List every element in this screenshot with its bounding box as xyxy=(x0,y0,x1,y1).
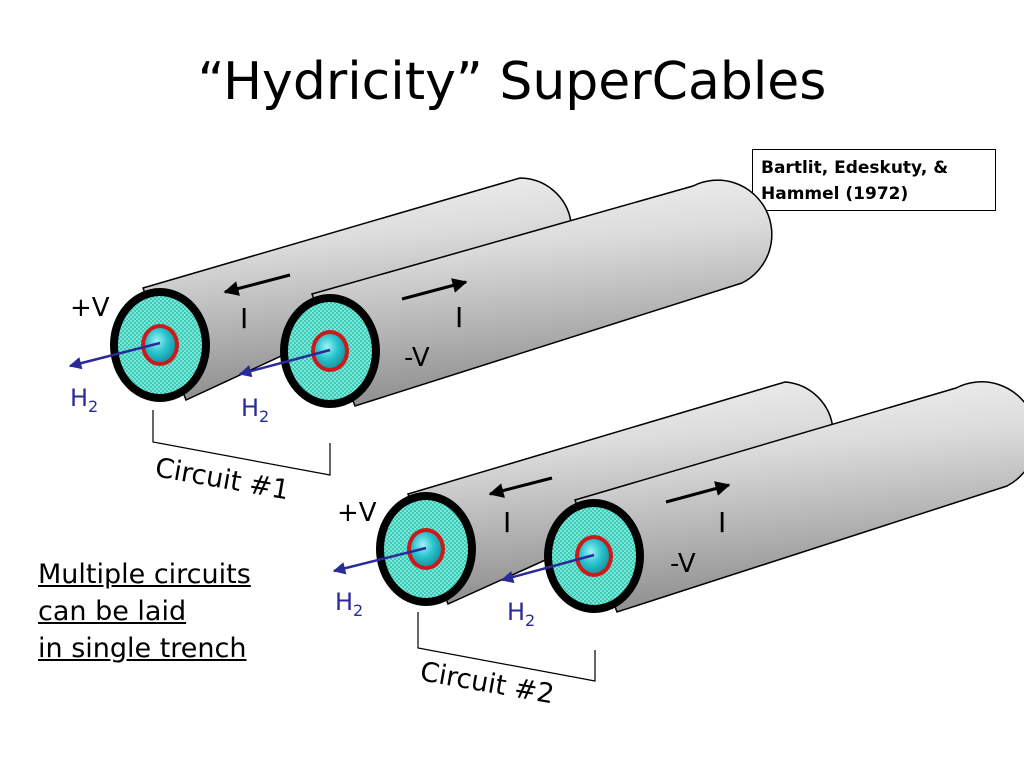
h2-label-1: H2 xyxy=(70,384,98,416)
trench-note: Multiple circuits can be laid in single … xyxy=(38,556,251,667)
circuit-1-label: Circuit #1 xyxy=(153,452,292,506)
h2-arrow xyxy=(68,341,161,370)
h2-arrow xyxy=(332,546,427,575)
minus-v-label-1: -V xyxy=(404,343,430,373)
circuit-2-label: Circuit #2 xyxy=(418,656,557,710)
current-arrow-left xyxy=(488,476,553,498)
cable-2-minus xyxy=(500,381,1024,613)
current-label-4: I xyxy=(718,506,726,539)
current-arrow-left xyxy=(223,273,291,296)
reference-box: Bartlit, Edeskuty, & Hammel (1972) xyxy=(752,149,996,211)
current-arrow-right xyxy=(665,481,731,504)
circuit-1-bracket xyxy=(152,410,331,476)
h2-label-2: H2 xyxy=(241,394,269,426)
reference-line-2: Hammel (1972) xyxy=(761,184,909,204)
cable-shell xyxy=(574,381,1024,613)
h2-arrow xyxy=(238,348,331,378)
current-label-2: I xyxy=(455,301,463,334)
h2-label-3: H2 xyxy=(335,588,363,620)
current-label-1: I xyxy=(240,302,248,335)
circuit-2-bracket xyxy=(417,612,596,682)
reference-line-1: Bartlit, Edeskuty, & xyxy=(761,158,949,178)
note-line-2: can be laid xyxy=(38,596,187,627)
plus-v-label-1: +V xyxy=(70,293,110,323)
slide-title: “Hydricity” SuperCables xyxy=(197,52,827,112)
h2-arrow xyxy=(500,553,595,584)
plus-v-label-2: +V xyxy=(337,498,377,528)
current-arrow-right xyxy=(401,278,468,301)
minus-v-label-2: -V xyxy=(670,549,696,579)
note-line-3: in single trench xyxy=(38,633,247,664)
current-label-3: I xyxy=(503,506,511,539)
hydrogen-core xyxy=(145,328,175,362)
note-line-1: Multiple circuits xyxy=(38,559,251,590)
cable-1-minus xyxy=(238,179,773,408)
cable-shell xyxy=(311,179,773,407)
h2-label-4: H2 xyxy=(507,598,535,630)
